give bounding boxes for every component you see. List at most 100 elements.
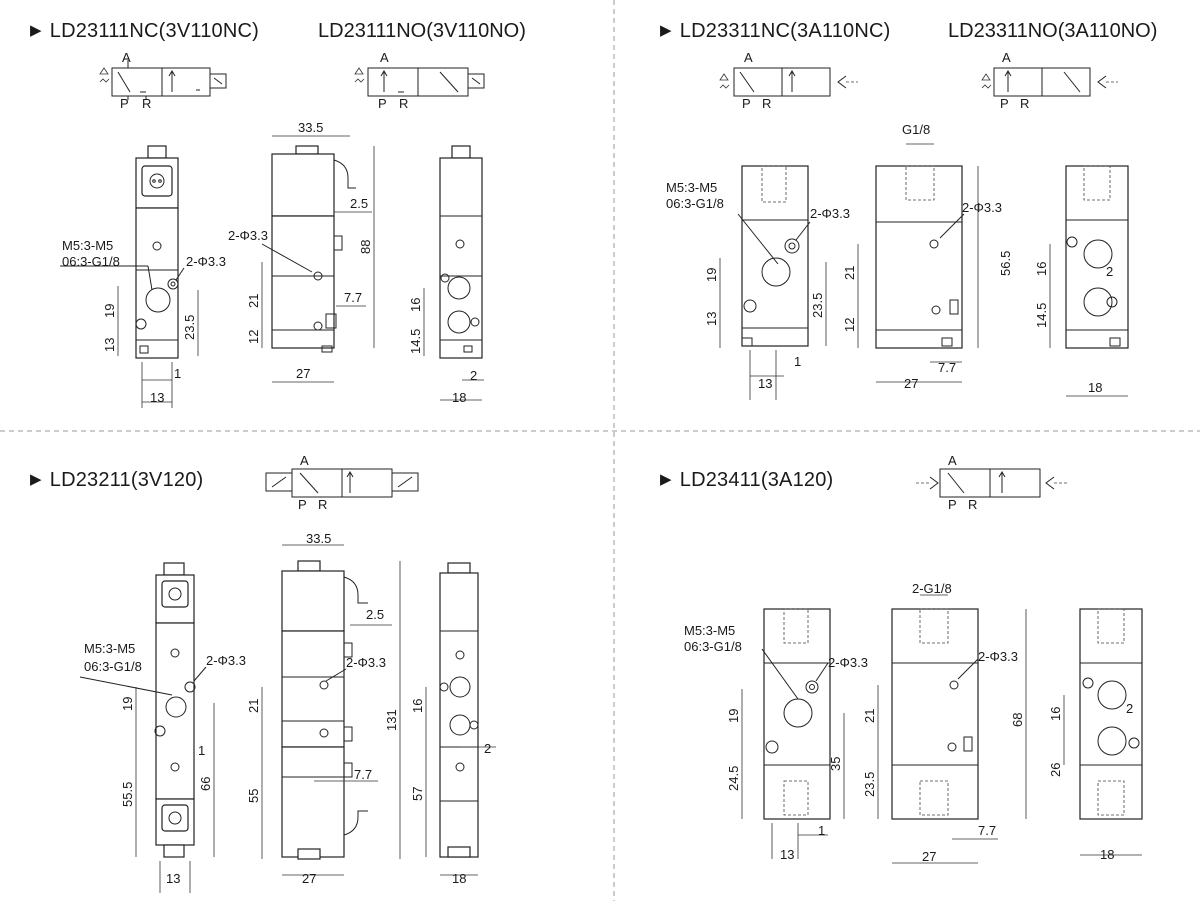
port-r-label: R bbox=[1020, 96, 1029, 111]
port-a-label: A bbox=[1002, 50, 1011, 65]
port-callout-2: 06:3-G1/8 bbox=[84, 659, 142, 674]
dim-13v: 13 bbox=[102, 338, 117, 352]
dim-21: 21 bbox=[246, 699, 261, 713]
port-callout-2: 06:3-G1/8 bbox=[684, 639, 742, 654]
dim-68: 68 bbox=[1010, 713, 1025, 727]
section-ld23311: ▶LD23311NC(3A110NC) LD23311NO(3A110NO) A… bbox=[614, 0, 1200, 450]
port-callout-2: 06:3-G1/8 bbox=[666, 196, 724, 211]
pneumatic-symbol-nc: A P R bbox=[99, 50, 227, 111]
hole-callout: 2-Φ3.3 bbox=[810, 206, 850, 221]
port-p-label: P bbox=[948, 497, 957, 512]
model-title-no: LD23311NO(3A110NO) bbox=[948, 20, 1158, 42]
section-ld23411: ▶LD23411(3A120) A P R bbox=[614, 431, 1200, 901]
pneumatic-symbol-no: A P R bbox=[981, 50, 1118, 111]
port-a-label: A bbox=[122, 50, 131, 65]
section-ld23111: ▶LD23111NC(3V110NC) LD23111NO(3V110NO) A… bbox=[0, 0, 600, 450]
port-callout: M5:3-M5 bbox=[666, 180, 717, 195]
dim-w18: 18 bbox=[1088, 380, 1102, 395]
dim-w18: 18 bbox=[452, 390, 466, 405]
dim-57: 57 bbox=[410, 787, 425, 801]
dim-131: 131 bbox=[384, 709, 399, 731]
model-title: ▶LD23211(3V120) bbox=[30, 469, 203, 492]
dim-55-5: 55.5 bbox=[120, 782, 135, 807]
pneumatic-symbol-no: A P R bbox=[354, 50, 485, 111]
dim-7-7: 7.7 bbox=[354, 767, 372, 782]
dim-2-5: 2.5 bbox=[350, 196, 368, 211]
dim-21: 21 bbox=[842, 266, 857, 280]
port-r-label: R bbox=[142, 96, 151, 111]
dim-2: 2 bbox=[470, 368, 477, 383]
dim-19: 19 bbox=[102, 304, 117, 318]
hole-callout: 2-Φ3.3 bbox=[206, 653, 246, 668]
model-label: LD23311NC(3A110NC) bbox=[679, 20, 891, 42]
dim-w27: 27 bbox=[904, 376, 918, 391]
dim-2-5: 2.5 bbox=[366, 607, 384, 622]
dim-2: 2 bbox=[1106, 264, 1113, 279]
dim-16: 16 bbox=[410, 699, 425, 713]
dim-24-5: 24.5 bbox=[726, 766, 741, 791]
model-title: ▶LD23411(3A120) bbox=[660, 469, 833, 492]
dim-w13: 13 bbox=[780, 847, 794, 862]
front-view: M5:3-M5 06:3-G1/8 2-Φ3.3 19 55.5 66 1 13 bbox=[79, 562, 246, 893]
dim-21: 21 bbox=[862, 709, 877, 723]
dim-1: 1 bbox=[794, 354, 801, 369]
port-a-label: A bbox=[380, 50, 389, 65]
dim-13v: 13 bbox=[704, 312, 719, 326]
ld23311-drawings: A P R A P R bbox=[666, 50, 1129, 400]
rear-view: 16 26 2 18 bbox=[1048, 608, 1143, 862]
side-view: G1/8 2-Φ3.3 56.5 21 12 27 7.7 bbox=[842, 122, 1013, 391]
g18-label: 2-G1/8 bbox=[912, 581, 952, 596]
dim-w27: 27 bbox=[296, 366, 310, 381]
port-callout: M5:3-M5 bbox=[62, 238, 113, 253]
dim-16: 16 bbox=[1034, 262, 1049, 276]
ld23411-drawings: A P R M5:3-M5 06:3-G1/8 2-Φ3.3 19 24.5 3… bbox=[684, 453, 1143, 864]
hole-side-callout: 2-Φ3.3 bbox=[346, 655, 386, 670]
rear-view: 16 14.5 2 18 bbox=[408, 145, 484, 405]
dim-7-7: 7.7 bbox=[978, 823, 996, 838]
model-title-nc: ▶ LD23111NC(3V110NC) bbox=[30, 20, 259, 43]
dim-23-5: 23.5 bbox=[862, 772, 877, 797]
dim-23-5: 23.5 bbox=[182, 315, 197, 340]
hole-callout: 2-Φ3.3 bbox=[186, 254, 226, 269]
rear-view: 16 57 2 18 bbox=[410, 562, 496, 886]
hole-callout: 2-Φ3.3 bbox=[828, 655, 868, 670]
dim-35: 35 bbox=[828, 757, 843, 771]
port-callout-2: 06:3-G1/8 bbox=[62, 254, 120, 269]
dim-19: 19 bbox=[120, 697, 135, 711]
dim-16: 16 bbox=[1048, 707, 1063, 721]
dim-1: 1 bbox=[818, 823, 825, 838]
dim-w18: 18 bbox=[452, 871, 466, 886]
bullet-triangle-icon: ▶ bbox=[30, 22, 42, 39]
dim-w13: 13 bbox=[758, 376, 772, 391]
dim-2: 2 bbox=[1126, 701, 1133, 716]
pneumatic-symbol: A P R bbox=[265, 453, 419, 512]
dim-55: 55 bbox=[246, 789, 261, 803]
dim-7-7: 7.7 bbox=[344, 290, 362, 305]
port-p-label: P bbox=[120, 96, 129, 111]
port-p-label: P bbox=[742, 96, 751, 111]
dim-88: 88 bbox=[358, 240, 373, 254]
side-view: 33.5 2.5 88 2-Φ3.3 21 12 7.7 27 bbox=[228, 120, 375, 383]
dim-w27: 27 bbox=[302, 871, 316, 886]
rear-view: 16 14.5 2 18 bbox=[1034, 165, 1129, 397]
port-r-label: R bbox=[762, 96, 771, 111]
dim-w13: 13 bbox=[166, 871, 180, 886]
hole-side-callout: 2-Φ3.3 bbox=[228, 228, 268, 243]
port-p-label: P bbox=[378, 96, 387, 111]
dim-56-5: 56.5 bbox=[998, 251, 1013, 276]
port-p-label: P bbox=[298, 497, 307, 512]
dim-19: 19 bbox=[726, 709, 741, 723]
ld23111-drawings: A P R A P R bbox=[60, 50, 485, 408]
front-view: M5:3-M5 06:3-G1/8 2-Φ3.3 19 13 23.5 1 13 bbox=[60, 145, 226, 408]
pneumatic-symbol: A P R bbox=[916, 453, 1068, 512]
dim-16: 16 bbox=[408, 298, 423, 312]
dim-23-5: 23.5 bbox=[810, 293, 825, 318]
port-r-label: R bbox=[318, 497, 327, 512]
port-a-label: A bbox=[744, 50, 753, 65]
model-label: LD23111NC(3V110NC) bbox=[49, 20, 260, 42]
g18-label: G1/8 bbox=[902, 122, 930, 137]
hole-side-callout: 2-Φ3.3 bbox=[962, 200, 1002, 215]
dim-21: 21 bbox=[246, 294, 261, 308]
port-callout: M5:3-M5 bbox=[684, 623, 735, 638]
